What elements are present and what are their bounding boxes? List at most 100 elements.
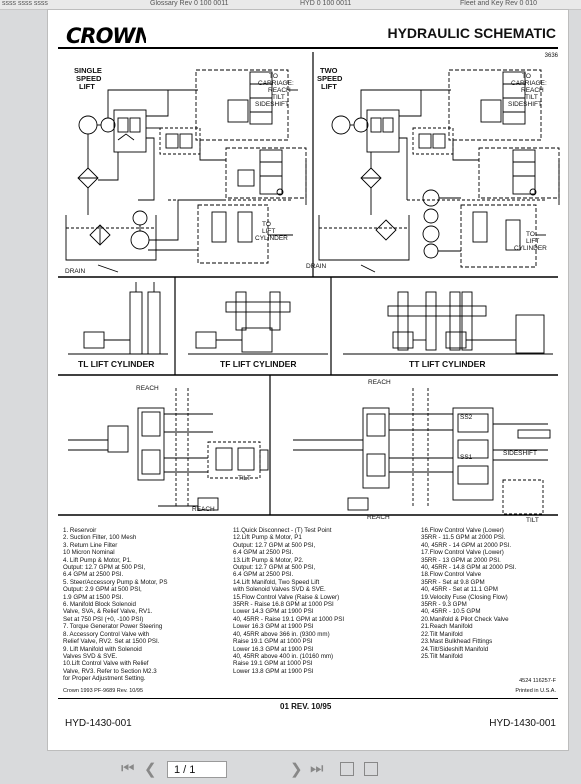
legend-line: 6.4 GPM at 2500 PSI. [233, 571, 294, 579]
tf-cylinder-drawing [188, 291, 328, 355]
legend-line: Raise 19.1 GPM at 1000 PSI [233, 660, 313, 668]
legend-line: 35RR - Set at 9.8 GPM [421, 578, 485, 586]
legend-line: 23.Mast Bulkhead Fittings [421, 638, 493, 646]
doc-number-left: HYD-1430-001 [65, 718, 132, 729]
legend-line: 35RR - 9.3 GPM [421, 601, 467, 609]
lr-tilt: TILT [526, 517, 539, 524]
legend-line: 18.Flow Control Valve [421, 571, 482, 579]
viewer-toolbar [0, 756, 581, 784]
tab-label[interactable]: Fleet and Key Rev 0 010 [460, 0, 538, 7]
tt-cylinder-title: TT LIFT CYLINDER [409, 359, 486, 369]
legend-line: 1.9 GPM at 1500 PSI. [63, 593, 124, 601]
tab-label[interactable]: Glossary Rev 0 100 0011 [150, 0, 229, 7]
legend-column-3: 16.Flow Control Valve (Lower) 35RR - 11.… [421, 527, 516, 660]
two-to-lift-2: LIFT [526, 238, 540, 245]
legend-line: 2. Suction Filter, 100 Mesh [63, 534, 137, 542]
two-title-3: LIFT [321, 82, 337, 91]
two-to-carriage-5: SIDESHIFT [508, 101, 542, 108]
reach-tilt-circuit-left [68, 388, 269, 511]
lr-ss1: SS1 [460, 454, 473, 461]
tab-label[interactable]: ssss ssss ssss [2, 0, 48, 7]
legend-line: Set at 750 PSI (+0, -100 PSI) [63, 615, 144, 623]
legend-line: 35RR - 11.5 GPM at 2000 PSI. [421, 534, 506, 542]
legend-line: 35RR - 13 GPM at 2000 PSI. [421, 556, 501, 564]
two-title-1: TWO [320, 66, 338, 75]
revision-label: 01 REV. 10/95 [280, 702, 332, 711]
legend-line: 9. Lift Manifold with Solenoid [63, 645, 142, 653]
previous-page-icon[interactable]: ❮ [144, 761, 157, 778]
single-to-carriage-4: TILT [272, 94, 285, 101]
legend-line: Output: 12.7 GPM at 500 PSI, [233, 564, 316, 572]
single-title-2: SPEED [76, 74, 102, 83]
two-to-carriage-3: REACH [521, 87, 544, 94]
lr-reach-bottom: REACH [367, 514, 390, 521]
ll-reach-top: REACH [136, 385, 159, 392]
legend-line: 40, 45RR - 14.8 GPM at 2000 PSI. [421, 564, 517, 572]
legend-line: 40, 45RR - 14 GPM at 2000 PSI. [421, 541, 512, 549]
printed-line: Printed in U.S.A. [515, 688, 556, 694]
page-number-input[interactable]: 1 / 1 [167, 761, 227, 778]
two-drain: DRAIN [306, 263, 327, 270]
legend-line: Valve, RV3. Refer to Section M2.3 [63, 667, 157, 675]
tf-cylinder-title: TF LIFT CYLINDER [220, 359, 297, 369]
legend-line: 24.Tilt/Sideshift Manifold [421, 645, 489, 653]
doc-number-right: HYD-1430-001 [489, 718, 556, 729]
legend-line: 4. Lift Pump & Motor, P1. [63, 556, 132, 564]
legend-line: Lower 14.3 GPM at 1900 PSI [233, 608, 314, 616]
legend-line: Relief Valve, RV2. Set at 1500 PSI. [63, 638, 160, 646]
reach-tilt-sideshift-circuit-right [293, 388, 551, 515]
two-speed-circuit [318, 69, 560, 273]
ll-reach-bottom: REACH [192, 506, 215, 513]
next-page-icon[interactable]: ❯ [290, 761, 303, 778]
legend-line: 40, 45RR above 400 in. (10160 mm) [233, 652, 334, 660]
legend-line: Lower 16.3 GPM at 1900 PSI [233, 645, 314, 653]
legend-line: for Proper Adjustment Setting. [63, 675, 146, 683]
legend-line: 15.Flow Control Valve (Raise & Lower) [233, 593, 340, 601]
two-to-carriage-1: TO [522, 73, 531, 80]
logo-text: CROWN [66, 25, 146, 47]
single-page-view-icon[interactable] [340, 762, 354, 776]
single-to-lift-1: TO [262, 221, 271, 228]
single-to-carriage-5: SIDESHIFT [255, 101, 289, 108]
legend-line: 11.Quick Disconnect - (T) Test Point [233, 527, 332, 534]
lr-reach-top: REACH [368, 379, 391, 386]
legend-line: 40, 45RR - Set at 11.1 GPM [421, 586, 498, 594]
legend-line: 8. Accessory Control Valve with [63, 630, 150, 638]
legend-line: 40, 45RR - 10.5 GPM [421, 608, 481, 616]
legend-line: 35RR - Raise 16.8 GPM at 1000 PSI [233, 601, 334, 609]
legend-line: 20.Manifold & Pilot Check Valve [421, 615, 509, 623]
part-code: 4524 116257-F [519, 678, 556, 684]
two-to-carriage-2: CARRIAGE: [511, 80, 547, 87]
two-to-lift-3: CYLINDER [514, 245, 547, 252]
last-page-icon[interactable]: ⏭ [310, 760, 324, 777]
tab-label[interactable]: HYD 0 100 0011 [300, 0, 352, 7]
two-to-lift-1: TO [526, 231, 535, 238]
legend-line: Lower 13.8 GPM at 1900 PSI [233, 667, 314, 675]
two-page-view-icon[interactable] [364, 762, 378, 776]
legend-line: Output: 12.7 GPM at 500 PSI, [63, 564, 146, 572]
header-rule [58, 47, 558, 49]
legend-line: 17.Flow Control Valve (Lower) [421, 549, 504, 557]
legend-line: 10 Micron Nominal [63, 549, 115, 557]
tt-cylinder-drawing [343, 291, 553, 355]
single-to-carriage-2: CARRIAGE: [258, 80, 294, 87]
legend-line: Output: 12.7 GPM at 500 PSI, [233, 541, 316, 549]
legend-line: 25.Tilt Manifold [421, 652, 463, 660]
single-title-1: SINGLE [74, 66, 102, 75]
legend-line: 13.Lift Pump & Motor, P2. [233, 556, 304, 564]
legend-line: 19.Velocity Fuse (Closing Flow) [421, 593, 508, 601]
legend-line: 1. Reservoir [63, 527, 97, 534]
tl-cylinder-title: TL LIFT CYLINDER [78, 359, 155, 369]
legend-line: 6.4 GPM at 2500 PSI. [233, 549, 294, 557]
legend-line: 10.Lift Control Valve with Relief [63, 660, 149, 668]
first-page-icon[interactable]: ⏮ [121, 760, 135, 777]
legend-line: Valves SVD & SVE. [63, 652, 118, 660]
legend-line: Raise 19.1 GPM at 1000 PSI [233, 638, 313, 646]
legend-line: 5. Steer/Accessory Pump & Motor, PS [63, 578, 168, 586]
tl-cylinder-drawing [68, 282, 168, 355]
legend-line: 16.Flow Control Valve (Lower) [421, 527, 504, 534]
lr-sideshift: SIDESHIFT [503, 450, 537, 457]
single-to-carriage-3: REACH [268, 87, 291, 94]
legend-line: 21.Reach Manifold [421, 623, 473, 631]
